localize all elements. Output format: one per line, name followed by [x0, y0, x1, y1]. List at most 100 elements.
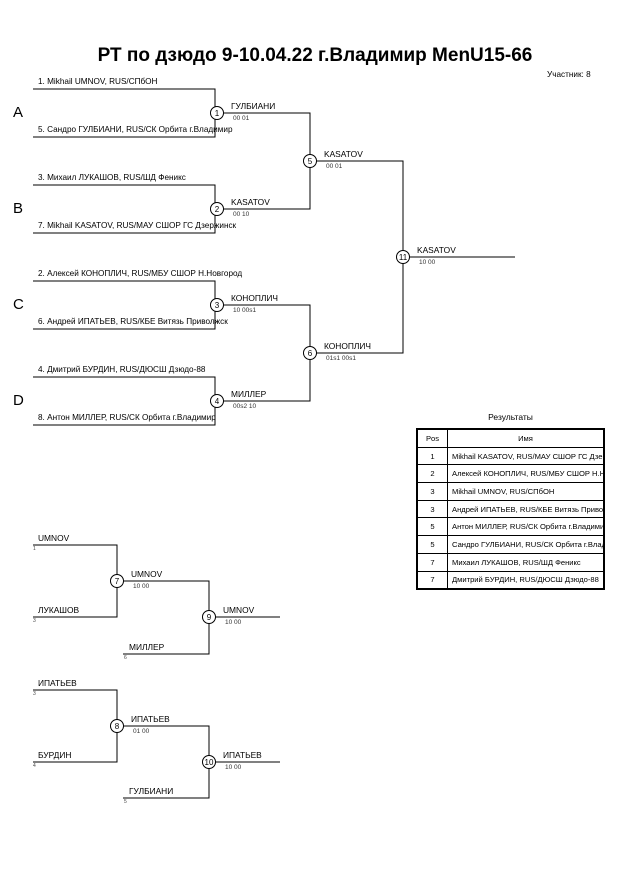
match-8-winner: ИПАТЬЕВ — [131, 714, 170, 724]
repechage-seed: 6 — [124, 655, 127, 661]
result-pos: 7 — [416, 570, 448, 590]
match-number: 6 — [308, 349, 313, 358]
match-6-winner: КОНОПЛИЧ — [324, 341, 371, 351]
result-pos: 2 — [416, 464, 448, 484]
pool-label-a: A — [13, 104, 24, 121]
result-name: Mikhail UMNOV, RUS/СПбОН — [447, 482, 605, 501]
match-number-circle — [396, 250, 410, 264]
match-2-score: 00 10 — [233, 211, 250, 218]
entry-2: 2. Алексей КОНОПЛИЧ, RUS/МБУ СШОР Н.Новг… — [38, 269, 243, 278]
repechage-seed: 1 — [33, 546, 36, 552]
participant-count: Участник: 8 — [547, 70, 591, 79]
entry-3: 3. Михаил ЛУКАШОВ, RUS/ШД Феникс — [38, 173, 186, 182]
match-number: 9 — [207, 613, 212, 622]
result-pos: 7 — [416, 552, 448, 572]
match-10-winner: ИПАТЬЕВ — [223, 750, 262, 760]
match-number: 4 — [215, 397, 220, 406]
results-header-pos: Pos — [416, 428, 448, 448]
repechage-seed: 3 — [33, 691, 36, 697]
match-11-winner: KASATOV — [417, 245, 456, 255]
match-number-circle — [202, 755, 216, 769]
pool-label-c: C — [13, 296, 24, 313]
match-number-circle — [110, 574, 124, 588]
match-number: 3 — [215, 301, 220, 310]
result-pos: 3 — [416, 482, 448, 501]
repechage-seed: 4 — [33, 763, 36, 769]
result-pos: 1 — [416, 446, 448, 466]
match-number-circle — [210, 106, 224, 120]
repechage-entry: ИПАТЬЕВ — [38, 678, 77, 688]
page-title: РТ по дзюдо 9-10.04.22 г.Владимир MenU15… — [97, 45, 533, 66]
match-6-score: 01s1 00s1 — [326, 355, 356, 362]
result-name: Андрей ИПАТЬЕВ, RUS/КБЕ Витязь Приволжск — [447, 499, 605, 519]
result-pos: 5 — [416, 535, 448, 554]
result-name: Михаил ЛУКАШОВ, RUS/ШД Феникс — [447, 552, 605, 572]
match-number: 5 — [308, 157, 313, 166]
entry-4: 4. Дмитрий БУРДИН, RUS/ДЮСШ Дзюдо-88 — [38, 365, 206, 374]
repechage-seed: 3 — [33, 618, 36, 624]
entry-8: 8. Антон МИЛЛЕР, RUS/СК Орбита г.Владими… — [38, 413, 216, 422]
match-1-score: 00 01 — [233, 115, 250, 122]
entry-1: 1. Mikhail UMNOV, RUS/СПбОН — [38, 77, 158, 86]
match-number: 2 — [215, 205, 220, 214]
repechage-entry: МИЛЛЕР — [129, 642, 165, 652]
match-7-score: 10 00 — [133, 583, 150, 590]
match-number: 1 — [215, 109, 220, 118]
match-11-score: 10 00 — [419, 259, 436, 266]
pool-label-b: B — [13, 200, 24, 217]
result-name: Дмитрий БУРДИН, RUS/ДЮСШ Дзюдо-88 — [447, 570, 605, 590]
match-7-winner: UMNOV — [131, 569, 163, 579]
repechage-entry: UMNOV — [38, 533, 70, 543]
result-name: Алексей КОНОПЛИЧ, RUS/МБУ СШОР Н.Новгоро… — [447, 464, 605, 484]
match-10-score: 10 00 — [225, 764, 242, 771]
match-1-winner: ГУЛБИАНИ — [231, 101, 276, 111]
repechage-seed: 5 — [124, 799, 127, 805]
entry-6: 6. Андрей ИПАТЬЕВ, RUS/КБЕ Витязь Привол… — [38, 317, 228, 326]
match-number-circle — [303, 346, 317, 360]
match-4-score: 00s2 10 — [233, 403, 257, 410]
match-number-circle — [210, 298, 224, 312]
match-5-winner: KASATOV — [324, 149, 363, 159]
results-header-name: Имя — [447, 428, 605, 448]
pool-label-d: D — [13, 392, 24, 409]
match-8-score: 01 00 — [133, 728, 150, 735]
result-name: Сандро ГУЛБИАНИ, RUS/СК Орбита г.Владими… — [447, 535, 605, 554]
match-number: 7 — [115, 577, 120, 586]
repechage-entry: ГУЛБИАНИ — [129, 786, 174, 796]
match-3-winner: КОНОПЛИЧ — [231, 293, 278, 303]
match-number-circle — [202, 610, 216, 624]
match-number-circle — [303, 154, 317, 168]
match-4-winner: МИЛЛЕР — [231, 389, 267, 399]
match-number: 11 — [399, 253, 408, 262]
repechage-entry: БУРДИН — [38, 750, 72, 760]
match-number-circle — [210, 394, 224, 408]
entry-7: 7. Mikhail KASATOV, RUS/МАУ СШОР ГС Дзер… — [38, 221, 237, 230]
result-pos: 5 — [416, 517, 448, 537]
repechage-entry: ЛУКАШОВ — [38, 605, 80, 615]
match-number: 10 — [205, 758, 214, 767]
result-name: Антон МИЛЛЕР, RUS/СК Орбита г.Владимир — [447, 517, 605, 537]
match-9-score: 10 00 — [225, 619, 242, 626]
match-5-score: 00 01 — [326, 163, 343, 170]
match-number-circle — [210, 202, 224, 216]
match-number: 8 — [115, 722, 120, 731]
results-header-row: Pos Имя — [416, 428, 605, 448]
match-2-winner: KASATOV — [231, 197, 270, 207]
result-pos: 3 — [416, 499, 448, 519]
entry-5: 5. Сандро ГУЛБИАНИ, RUS/СК Орбита г.Влад… — [38, 125, 233, 134]
result-name: Mikhail KASATOV, RUS/МАУ СШОР ГС Дзержин… — [447, 446, 605, 466]
match-3-score: 10 00s1 — [233, 307, 257, 314]
results-title: Результаты — [488, 412, 533, 422]
match-9-winner: UMNOV — [223, 605, 255, 615]
